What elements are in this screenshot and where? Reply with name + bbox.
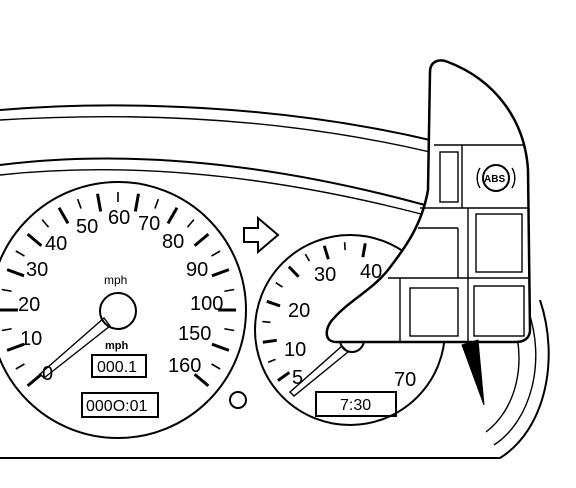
- tacho-label-10: 10: [284, 339, 306, 361]
- speedo-tick: [15, 363, 25, 370]
- outline-arrow-right-icon: [243, 215, 280, 255]
- tacho-label-40: 40: [360, 261, 382, 283]
- tacho-tick: [287, 265, 300, 278]
- speedo-tick: [186, 219, 195, 228]
- odometer: 000O:01: [86, 398, 147, 415]
- speedo-tick: [154, 198, 160, 209]
- pointer-wedge: [461, 339, 485, 406]
- tacho-tick: [304, 253, 311, 262]
- speedo-tick: [76, 198, 82, 209]
- speedo-needle-hub: [99, 292, 137, 330]
- speedo-tick: [6, 342, 25, 352]
- tacho-tick: [275, 282, 283, 288]
- speedo-label-80: 80: [162, 231, 184, 253]
- speedo-label-60: 60: [108, 207, 130, 229]
- speedo-label-100: 100: [190, 293, 223, 315]
- speedo-label-70: 70: [138, 213, 160, 235]
- speedo-label-50: 50: [76, 216, 98, 238]
- speedo-label-0: 0: [42, 363, 53, 385]
- speedo-tick: [193, 373, 210, 387]
- speedo-tick: [211, 268, 230, 278]
- speedometer: 0 10 20 30 40 50 60 70 80 90 100 150 160…: [0, 181, 247, 439]
- abs-label: ABS: [484, 174, 505, 185]
- tacho-label-20: 20: [288, 300, 310, 322]
- speedo-tick: [211, 363, 221, 370]
- speedo-label-150: 150: [178, 323, 211, 345]
- speedo-tick: [133, 193, 140, 212]
- warning-panel-grid: [388, 144, 528, 342]
- tacho-tick: [266, 299, 281, 308]
- clock-box: [315, 391, 397, 417]
- tacho-label-70: 70: [394, 369, 416, 391]
- trip-odometer: 000.1: [97, 359, 137, 376]
- tacho-tick: [262, 320, 271, 324]
- speedo-tick: [1, 288, 12, 293]
- tachometer-ticks: [262, 242, 367, 382]
- warning-light-panel: ABS: [325, 59, 532, 344]
- tacho-tick: [267, 358, 276, 363]
- speedo-label-10: 10: [20, 328, 42, 350]
- speedo-tick: [6, 268, 25, 278]
- trip-odometer-box: [91, 354, 147, 378]
- speedo-label-90: 90: [186, 259, 208, 281]
- speedo-tick: [41, 219, 50, 228]
- speedo-tick: [1, 327, 12, 332]
- trip-unit-label: mph: [105, 340, 129, 352]
- trip-reset-knob: [229, 391, 247, 409]
- speedo-label-30: 30: [26, 259, 48, 281]
- abs-warning-light: ABS: [476, 164, 516, 192]
- speedo-tick: [211, 250, 221, 257]
- speedometer-dial: [0, 181, 247, 439]
- speedo-label-40: 40: [45, 233, 67, 255]
- speedo-label-160: 160: [168, 355, 201, 377]
- speedo-tick: [26, 373, 43, 387]
- tacho-label-5: 5: [292, 367, 303, 389]
- speedo-tick: [15, 250, 25, 257]
- speedo-tick: [166, 207, 179, 225]
- speedo-tick: [224, 288, 235, 293]
- speedo-needle: [38, 316, 111, 379]
- speedo-tick: [211, 342, 230, 352]
- abs-icon: [482, 164, 510, 192]
- speedo-tick: [57, 207, 70, 225]
- warning-panel-outline: [325, 59, 532, 344]
- tacho-tick: [322, 245, 330, 260]
- tacho-tick: [277, 371, 291, 382]
- tacho-tick: [361, 243, 367, 258]
- clock: 7:30: [340, 397, 371, 414]
- tacho-label-30: 30: [314, 264, 336, 286]
- tacho-tick: [262, 338, 277, 344]
- dashboard-outline: [0, 104, 550, 459]
- speedo-tick: [193, 233, 210, 247]
- speedo-tick: [26, 233, 43, 247]
- speedo-tick: [96, 193, 103, 212]
- speedo-tick: [224, 327, 235, 332]
- speedo-label-20: 20: [18, 294, 40, 316]
- tacho-needle: [288, 345, 350, 397]
- odometer-box: [81, 392, 159, 418]
- speedometer-ticks: [0, 192, 236, 387]
- speedo-unit-label: mph: [104, 273, 127, 287]
